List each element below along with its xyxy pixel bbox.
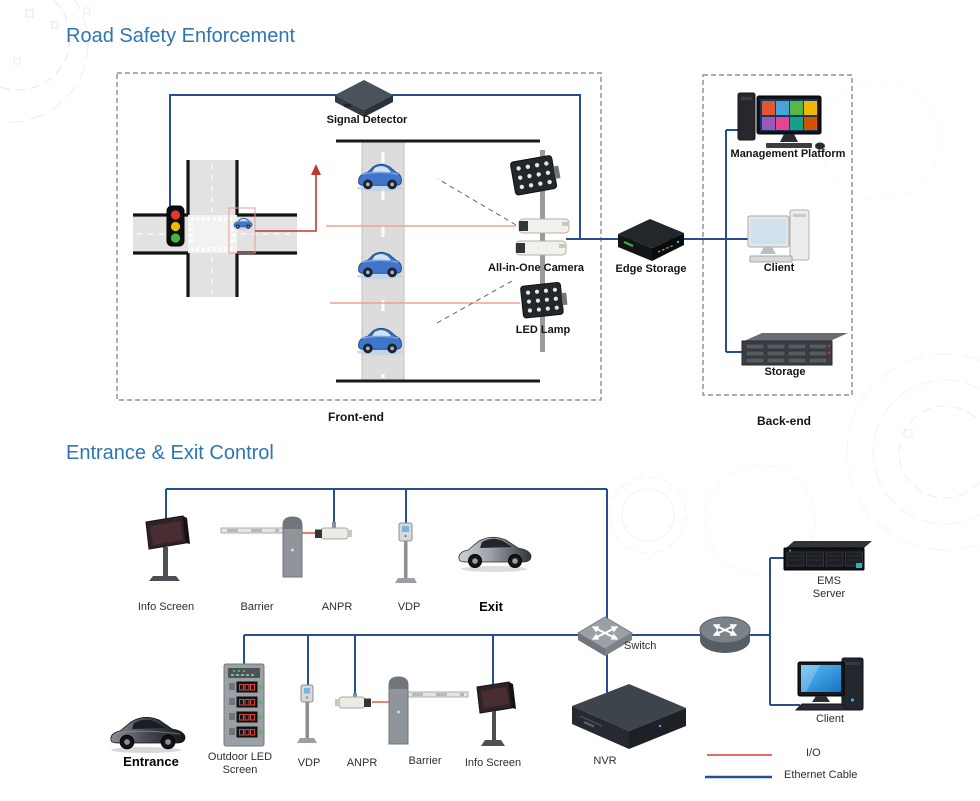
entrance-car-icon bbox=[110, 717, 186, 753]
switch-icon bbox=[577, 616, 633, 656]
nvr-icon bbox=[572, 684, 686, 749]
entrance-client-icon bbox=[794, 657, 864, 711]
info-screen-entrance-label: Info Screen bbox=[464, 757, 522, 769]
vdp-entrance-icon bbox=[297, 684, 317, 743]
info-screen-entrance-icon bbox=[476, 681, 516, 746]
router-icon bbox=[699, 616, 751, 653]
legend-io-label: I/O bbox=[806, 747, 821, 759]
camera-view-lines bbox=[436, 178, 517, 324]
nvr-label: NVR bbox=[593, 755, 617, 767]
vdp-entrance-label: VDP bbox=[297, 757, 321, 769]
decorative-circuit-pattern bbox=[0, 0, 980, 576]
all-in-one-camera-label: All-in-One Camera bbox=[488, 262, 584, 274]
all-in-one-camera-2-icon bbox=[515, 240, 567, 256]
outdoor-led-screen-label: Outdoor LED Screen bbox=[207, 751, 273, 777]
front-end-label: Front-end bbox=[328, 410, 384, 424]
trigger-lines bbox=[326, 225, 520, 304]
all-in-one-camera-1-icon bbox=[518, 218, 570, 234]
exit-label: Exit bbox=[479, 599, 503, 614]
barrier-exit-icon bbox=[220, 516, 303, 578]
intersection-graphic bbox=[133, 160, 297, 297]
anpr-entrance-icon bbox=[335, 693, 371, 709]
signal-detector-label: Signal Detector bbox=[326, 114, 408, 126]
switch-label: Switch bbox=[624, 640, 657, 652]
led-lamp-top-icon bbox=[509, 153, 563, 196]
led-lamp-label: LED Lamp bbox=[515, 324, 571, 336]
barrier-entrance-icon bbox=[388, 676, 469, 745]
signal-detector-icon bbox=[335, 80, 393, 117]
ems-server-label: EMS Server bbox=[812, 575, 846, 601]
storage-label: Storage bbox=[764, 366, 806, 378]
back-end-zone-box bbox=[702, 74, 853, 396]
anpr-entrance-label: ANPR bbox=[346, 757, 378, 769]
exit-car-icon bbox=[458, 536, 532, 572]
info-screen-exit-icon bbox=[145, 515, 190, 581]
io-lines-entrance-exit bbox=[302, 532, 390, 703]
info-screen-exit-label: Info Screen bbox=[137, 601, 195, 613]
vdp-exit-label: VDP bbox=[397, 601, 421, 613]
io-arrow-intersection bbox=[255, 164, 321, 232]
entrance-client-label: Client bbox=[815, 713, 845, 725]
management-platform-label: Management Platform bbox=[730, 148, 846, 160]
edge-storage-label: Edge Storage bbox=[615, 263, 687, 275]
back-end-label: Back-end bbox=[756, 414, 812, 428]
road-safety-title: Road Safety Enforcement bbox=[66, 25, 296, 47]
backend-client-label: Client bbox=[763, 262, 795, 274]
anpr-exit-icon bbox=[315, 522, 352, 540]
outdoor-led-screen-icon bbox=[223, 663, 265, 747]
front-end-zone-box bbox=[116, 72, 602, 401]
anpr-exit-label: ANPR bbox=[321, 601, 353, 613]
management-platform-icon bbox=[737, 92, 825, 150]
barrier-entrance-label: Barrier bbox=[408, 755, 442, 767]
ems-server-icon bbox=[783, 541, 872, 571]
entrance-label: Entrance bbox=[123, 754, 179, 769]
vdp-exit-icon bbox=[395, 522, 417, 583]
backend-client-icon bbox=[747, 209, 810, 263]
legend-ethernet-label: Ethernet Cable bbox=[784, 769, 858, 781]
traffic-light-icon bbox=[166, 205, 185, 247]
entrance-exit-title: Entrance & Exit Control bbox=[66, 442, 274, 464]
barrier-exit-label: Barrier bbox=[240, 601, 274, 613]
ethernet-lines-entrance-exit bbox=[165, 488, 800, 706]
led-lamp-bottom-icon bbox=[519, 281, 569, 319]
edge-storage-icon bbox=[618, 219, 684, 261]
storage-rack-icon bbox=[741, 333, 848, 366]
